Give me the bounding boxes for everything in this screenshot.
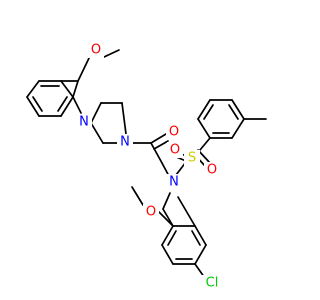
bond (103, 49, 120, 58)
bond (191, 230, 201, 246)
bond (194, 244, 207, 265)
bond (131, 186, 144, 206)
bond (194, 225, 207, 246)
bond (32, 96, 43, 112)
bonds (26, 49, 267, 282)
bond (150, 133, 167, 144)
bond (72, 96, 82, 114)
bond (26, 80, 40, 98)
bond (60, 80, 74, 98)
atom-label-background (202, 275, 222, 291)
bond (158, 211, 174, 227)
atom-label-background (143, 204, 159, 220)
bond (90, 102, 102, 124)
oxygen-label: O (207, 163, 217, 178)
bond (199, 137, 211, 151)
bond (121, 102, 127, 135)
bond (72, 80, 79, 98)
bond (162, 192, 171, 210)
nitrogen-label: N (169, 175, 179, 190)
atom-label-background (167, 142, 183, 158)
atom-label-background (184, 150, 200, 166)
sulfur-label: S (188, 151, 196, 166)
bond (231, 99, 245, 120)
chlorine-label: Cl (206, 276, 219, 291)
structure-svg: O N N O N S O O O Cl (26, 42, 267, 291)
bond (228, 104, 239, 120)
atom-label-background (88, 42, 104, 58)
atom-labels: O N N O N S O O O Cl (76, 42, 222, 291)
bond (203, 104, 214, 120)
bond (231, 118, 245, 139)
bond (77, 55, 91, 82)
oxygen-label: O (170, 143, 180, 158)
bond (60, 96, 74, 117)
atom-label-background (76, 114, 92, 130)
atom-label-background (204, 162, 220, 178)
oxygen-label: O (91, 43, 101, 58)
bond (57, 96, 68, 112)
atom-label-background (117, 134, 133, 150)
nitrogen-label: N (120, 135, 130, 150)
bond (161, 225, 174, 246)
bond (177, 196, 196, 227)
molecule-diagram: O N N O N S O O O Cl (26, 42, 267, 291)
atom-label-background (166, 124, 182, 140)
bond (167, 230, 177, 246)
oxygen-label: O (146, 205, 156, 220)
bond (153, 140, 169, 150)
oxygen-label: O (169, 125, 179, 140)
nitrogen-label: N (79, 115, 89, 130)
bond (161, 244, 174, 265)
bond (90, 122, 104, 144)
bond (197, 99, 211, 120)
bond (26, 96, 40, 117)
bond (197, 118, 211, 139)
atom-label-background (166, 174, 182, 190)
bond (150, 142, 163, 164)
